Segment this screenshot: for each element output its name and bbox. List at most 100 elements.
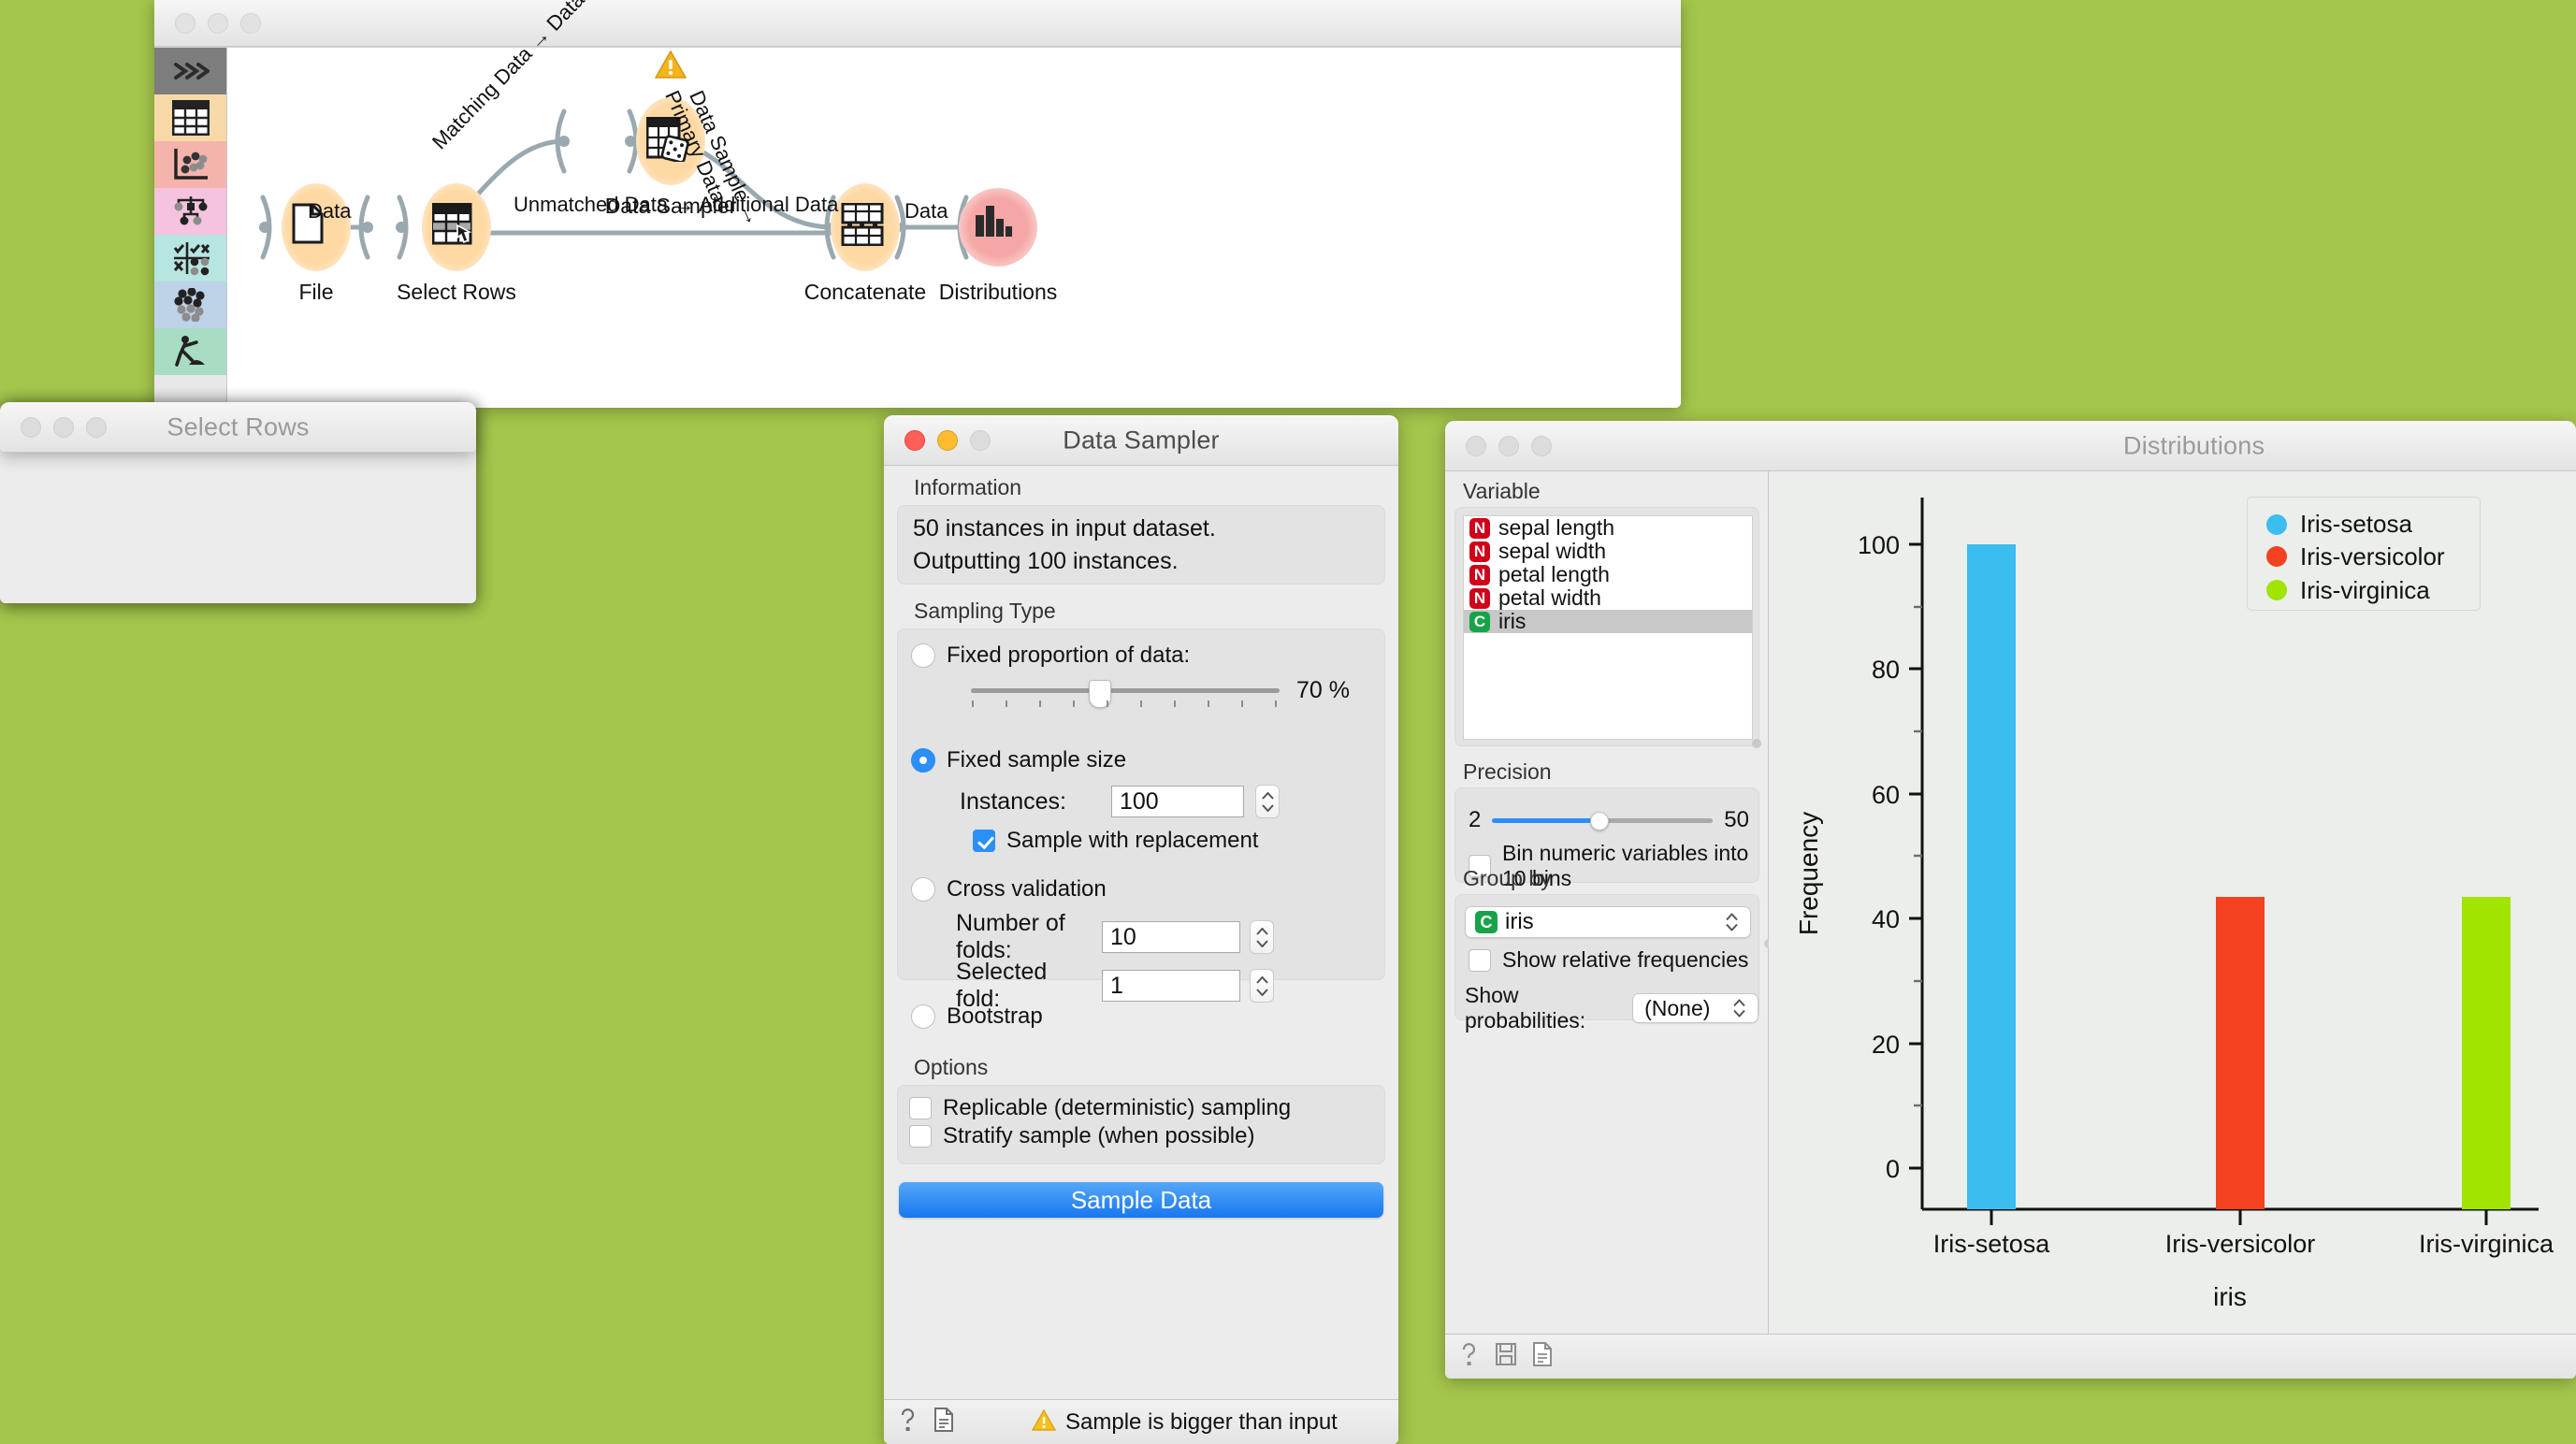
window-controls[interactable] [904, 429, 991, 451]
distribution-chart[interactable]: 0 20 40 60 80 100 Frequency [1769, 471, 2576, 1334]
close-button[interactable] [175, 12, 195, 34]
ytick-100: 100 [1858, 531, 1900, 559]
window-controls[interactable] [175, 12, 261, 34]
folds-input[interactable]: 10 [1102, 921, 1240, 953]
list-item[interactable]: N sepal length [1464, 515, 1752, 540]
sample-data-button[interactable]: Sample Data [899, 1182, 1383, 1218]
list-item-selected[interactable]: C iris [1464, 609, 1752, 633]
fixed-proportion-radio[interactable] [911, 643, 935, 668]
selected-fold-row[interactable]: Selected fold: 1 [956, 959, 1274, 1013]
variable-name: sepal width [1498, 539, 1607, 563]
close-button[interactable] [21, 416, 41, 438]
toolbox-sidebar[interactable] [154, 48, 227, 408]
file-document-icon [292, 203, 340, 252]
help-icon[interactable] [899, 1408, 918, 1437]
fixed-sample-size-row[interactable]: Fixed sample size [911, 747, 1126, 773]
show-probabilities-row[interactable]: Show probabilities: (None) [1465, 983, 1758, 1033]
resize-handle[interactable] [1752, 739, 1761, 748]
show-probabilities-select[interactable]: (None) [1632, 993, 1758, 1023]
minimize-button[interactable] [937, 429, 958, 451]
selected-fold-stepper[interactable] [1250, 969, 1274, 1003]
stratify-row[interactable]: Stratify sample (when possible) [898, 1121, 1384, 1149]
legend-item[interactable]: Iris-virginica [2266, 573, 2480, 607]
window-controls[interactable] [21, 416, 107, 438]
scatterplot-icon[interactable] [154, 141, 226, 188]
report-icon[interactable] [934, 1408, 953, 1437]
instances-input[interactable]: 100 [1111, 786, 1244, 817]
bar-iris-versicolor [2216, 897, 2265, 1209]
instances-stepper[interactable] [1255, 785, 1280, 818]
close-button[interactable] [1466, 435, 1486, 456]
list-item[interactable]: N petal width [1464, 585, 1752, 610]
variable-list[interactable]: N sepal length N sepal width N petal len… [1463, 515, 1753, 740]
ytick-80: 80 [1872, 656, 1900, 684]
legend-item[interactable]: Iris-versicolor [2266, 540, 2480, 573]
tree-model-icon[interactable] [154, 188, 226, 235]
bin-numeric-row[interactable]: Bin numeric variables into 10 bins [1469, 841, 1758, 891]
bootstrap-radio[interactable] [911, 1004, 935, 1029]
zoom-button[interactable] [240, 12, 261, 34]
minimize-button[interactable] [53, 416, 74, 438]
save-icon[interactable] [1496, 1343, 1516, 1370]
link-label-data-2: Data [904, 199, 948, 223]
distributions-window[interactable]: Distributions Variable N sepal length N … [1445, 421, 2576, 1379]
help-icon[interactable] [1460, 1342, 1479, 1371]
fixed-sample-size-radio[interactable] [911, 748, 935, 773]
slider-handle[interactable] [1590, 812, 1610, 830]
chart-svg: 0 20 40 60 80 100 Frequency [1794, 498, 2554, 1311]
unsupervised-icon[interactable] [154, 282, 226, 328]
folds-row[interactable]: Number of folds: 10 [956, 910, 1274, 964]
replicable-checkbox[interactable] [909, 1097, 932, 1119]
cross-validation-row[interactable]: Cross validation [911, 876, 1107, 902]
window-controls[interactable] [1466, 435, 1552, 456]
minimize-button[interactable] [208, 12, 228, 34]
evaluate-icon[interactable] [154, 235, 226, 282]
stratify-checkbox[interactable] [909, 1125, 932, 1148]
relative-frequencies-checkbox[interactable] [1469, 948, 1491, 972]
precision-slider-row[interactable]: 2 50 [1469, 807, 1749, 833]
window-title: Select Rows [166, 412, 310, 440]
distributions-titlebar[interactable]: Distributions [1445, 421, 2576, 471]
data-sampler-titlebar[interactable]: Data Sampler [884, 415, 1398, 466]
folds-stepper[interactable] [1250, 920, 1274, 954]
sampling-type-panel: Fixed proportion of data: [897, 628, 1385, 1029]
canvas-body: File Select R [154, 0, 1681, 408]
expand-chevrons-icon[interactable] [154, 48, 226, 94]
instances-row[interactable]: Instances: 100 [960, 785, 1280, 818]
minimize-button[interactable] [1498, 435, 1519, 456]
chart-legend[interactable]: Iris-setosa Iris-versicolor Iris-virgini… [2247, 497, 2481, 611]
relative-frequencies-row[interactable]: Show relative frequencies [1469, 947, 1748, 973]
replicable-row[interactable]: Replicable (deterministic) sampling [898, 1086, 1384, 1121]
selected-fold-input[interactable]: 1 [1102, 970, 1240, 1002]
splitter[interactable] [1768, 471, 1769, 1334]
group-by-select[interactable]: C iris [1465, 906, 1751, 938]
sample-with-replacement-checkbox[interactable] [973, 830, 995, 852]
bin-numeric-checkbox[interactable] [1469, 855, 1491, 877]
select-rows-titlebar[interactable]: Select Rows [0, 402, 476, 453]
zoom-button[interactable] [1531, 435, 1552, 456]
data-sampler-window[interactable]: Data Sampler Information 50 instances in… [884, 415, 1398, 1444]
fixed-proportion-row[interactable]: Fixed proportion of data: [911, 643, 1190, 669]
zoom-button[interactable] [970, 429, 991, 451]
precision-slider[interactable] [1492, 811, 1714, 830]
slider-track [971, 688, 1280, 693]
list-item[interactable]: N sepal width [1464, 539, 1752, 563]
close-button[interactable] [904, 429, 925, 451]
workflow-canvas-window[interactable]: File Select R [154, 0, 1681, 408]
data-table-icon[interactable] [154, 94, 226, 141]
zoom-button[interactable] [86, 416, 107, 438]
select-rows-window-main[interactable]: Select Rows Conditions C iris is [0, 402, 476, 453]
slider-fill [1492, 818, 1599, 823]
warning-icon [655, 51, 687, 79]
list-item[interactable]: N petal length [1464, 562, 1752, 586]
cross-validation-radio[interactable] [911, 877, 935, 902]
sample-with-replacement-row[interactable]: Sample with replacement [973, 828, 1258, 854]
distributions-statusbar [1445, 1334, 2576, 1379]
canvas-titlebar[interactable] [154, 0, 1681, 47]
proportion-slider[interactable]: 70 % [971, 677, 1364, 708]
bootstrap-row[interactable]: Bootstrap [911, 1004, 1043, 1030]
workflow-area[interactable]: File Select R [227, 0, 1681, 408]
addons-icon[interactable] [154, 328, 226, 375]
report-icon[interactable] [1533, 1342, 1552, 1371]
legend-item[interactable]: Iris-setosa [2266, 509, 2480, 540]
